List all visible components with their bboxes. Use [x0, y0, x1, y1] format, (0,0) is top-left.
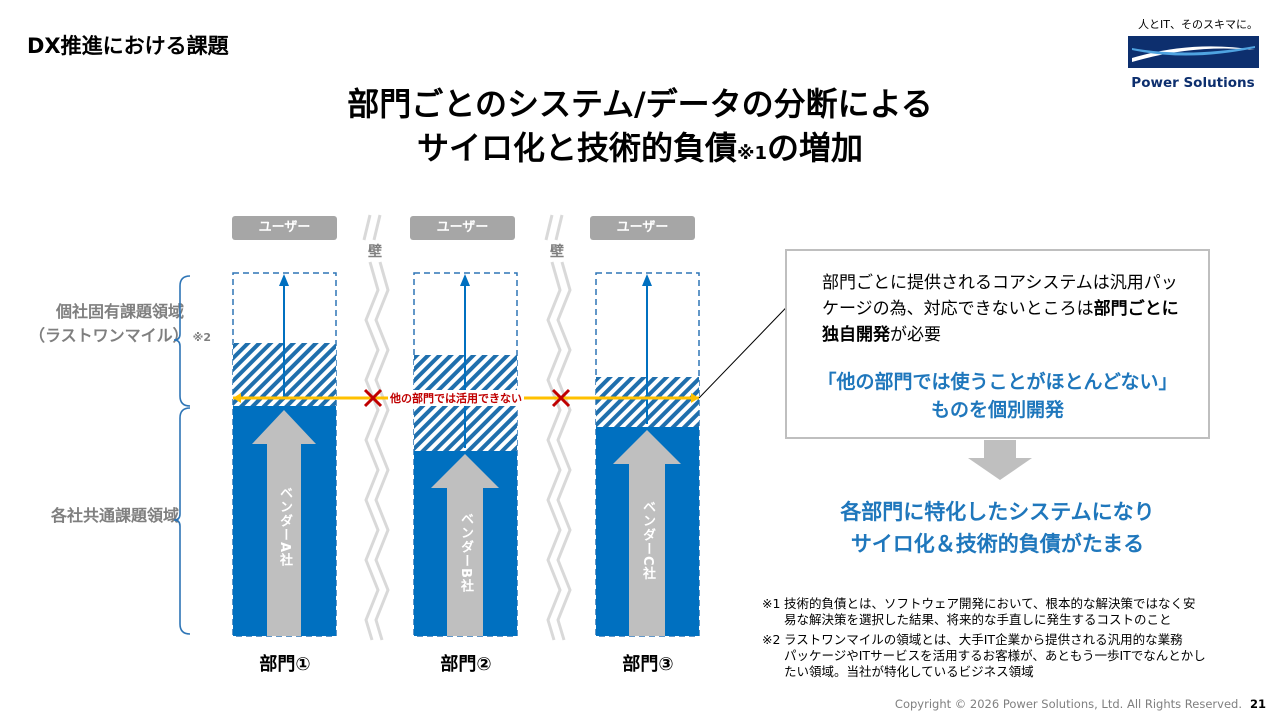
region-label-lower: 各社共通課題領域	[50, 506, 179, 525]
callout-bullet-text: 部門ごとに提供されるコアシステムは汎用パッケージの為、対応できないところは部門ご…	[822, 270, 1192, 348]
dept3-vendor-arrow	[613, 430, 681, 636]
wall-label-1: 壁	[368, 244, 382, 260]
wall-label-2: 壁	[550, 244, 564, 260]
footnote-1-mark: ※1	[762, 596, 781, 611]
footnote-2-mark: ※2	[762, 632, 781, 647]
department-column-3	[595, 272, 700, 637]
slide-title: 部門ごとのシステム/データの分断による サイロ化と技術的負債※1の増加	[140, 82, 1140, 176]
callout-highlight-line-2: ものを個別開発	[930, 399, 1064, 421]
callout-highlight-line-1: 「他の部門では使うことがほとんどない」	[817, 371, 1178, 393]
department-column-2	[413, 272, 518, 637]
region-upper-line-1: 個社固有課題領域	[55, 302, 184, 321]
conclusion-line-1: 各部門に特化したシステムになり	[840, 500, 1155, 524]
cross-mark-right	[551, 388, 571, 408]
department-label-1: 部門①	[259, 654, 311, 675]
footnote-1-line-2: 易な解決策を選択した結果、将来的な手直しに発生するコストのこと	[784, 612, 1172, 627]
wall-zigzag-right	[544, 214, 572, 641]
callout-text-a: 部門ごとに提供されるコアシステムは汎用パッケージの為、対応できないところは	[822, 273, 1178, 319]
department-label-2: 部門②	[440, 654, 492, 675]
callout-highlight: 「他の部門では使うことがほとんどない」 ものを個別開発	[795, 368, 1200, 424]
vendor-label-c: ベンダーC社	[640, 500, 655, 581]
brace-lower	[173, 407, 191, 635]
title-note-mark: ※1	[736, 143, 768, 164]
footer-copyright: Copyright © 2026 Power Solutions, Ltd. A…	[895, 697, 1266, 711]
region-upper-note-mark: ※2	[192, 331, 212, 344]
not-reusable-label: 他の部門では活用できない	[388, 390, 524, 406]
title-line-2: サイロ化と技術的負債※1の増加	[140, 126, 1140, 176]
title-line-2-b: の増加	[767, 129, 864, 167]
title-line-1: 部門ごとのシステム/データの分断による	[347, 85, 933, 123]
copyright-text: Copyright © 2026 Power Solutions, Ltd. A…	[894, 697, 1242, 711]
region-upper-line-2: （ラストワンマイル）※2	[25, 324, 215, 350]
conclusion-text: 各部門に特化したシステムになり サイロ化＆技術的負債がたまる	[785, 496, 1210, 560]
footnote-2-line-2: パッケージやITサービスを活用するお客様が、あともう一歩ITでなんとかし	[784, 648, 1206, 663]
logo-name: Power Solutions	[1131, 75, 1255, 91]
callout-text-bold: 部門ごとに独自開発	[822, 299, 1179, 345]
brace-upper	[173, 275, 191, 407]
title-line-2-a: サイロ化と技術的負債	[416, 129, 737, 167]
cross-mark-left	[363, 388, 383, 408]
user-chip-2: ユーザー	[410, 216, 515, 240]
user-chip-1: ユーザー	[232, 216, 337, 240]
region-upper-line-2-text: （ラストワンマイル）	[28, 326, 189, 345]
callout-text-b: が必要	[890, 325, 941, 345]
dept1-vendor-arrow	[252, 410, 316, 636]
page-number: 21	[1249, 697, 1266, 711]
region-braces	[173, 275, 191, 635]
department-column-1	[232, 272, 337, 637]
vendor-label-a: ベンダーA社	[277, 486, 292, 568]
callout-box	[785, 249, 1210, 439]
dept2-vendor-arrow	[431, 454, 499, 636]
department-label-3: 部門③	[622, 654, 674, 675]
wall-zigzag-left	[362, 214, 390, 641]
region-label-upper: 個社固有課題領域 （ラストワンマイル）※2	[25, 300, 215, 350]
user-chip-3: ユーザー	[590, 216, 695, 240]
company-logo-mark	[1128, 36, 1259, 68]
logo-tagline: 人とIT、そのスキマに。	[1138, 18, 1258, 31]
down-arrow	[968, 440, 1032, 480]
page-heading: DX推進における課題	[27, 34, 229, 58]
footnote-1-line-1: 技術的負債とは、ソフトウェア開発において、根本的な解決策ではなく安	[784, 596, 1196, 611]
conclusion-line-2: サイロ化＆技術的負債がたまる	[850, 532, 1145, 556]
vendor-label-b: ベンダーB社	[458, 512, 473, 593]
footnote-2-line-3: たい領域。当社が特化しているビジネス領域	[784, 664, 1034, 679]
footnote-2-line-1: ラストワンマイルの領域とは、大手IT企業から提供される汎用的な業務	[784, 632, 1183, 647]
